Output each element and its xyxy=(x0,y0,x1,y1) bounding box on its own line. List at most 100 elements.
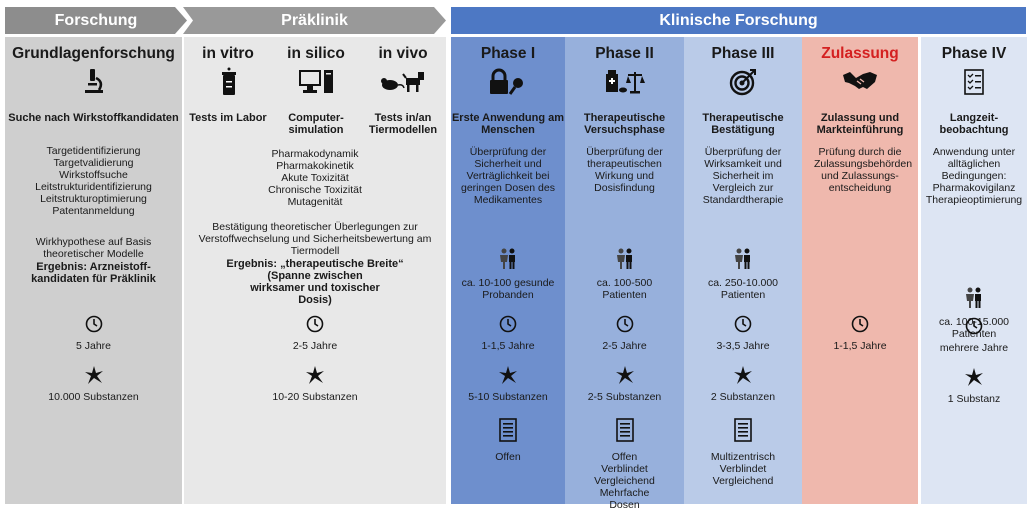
praeklinik-result-detail: (Spanne zwischen wirksamer und toxischer… xyxy=(250,270,380,306)
molecule-icon xyxy=(734,366,752,384)
phase-subtitle: Langzeit-beobachtung xyxy=(939,112,1009,136)
praeklinik-time: 2-5 Jahre xyxy=(292,340,338,352)
grundlagen-item: Leitstrukturidentifizierung xyxy=(35,181,152,193)
checklist-icon xyxy=(734,418,752,442)
test-tube-icon xyxy=(222,67,236,95)
clock-icon xyxy=(85,315,102,333)
phase-substances: 5-10 Substanzen xyxy=(468,391,548,403)
people-icon xyxy=(735,248,750,269)
insilico-title: in silico xyxy=(287,45,345,62)
invitro-title: in vitro xyxy=(202,45,254,62)
phase-design: Offen xyxy=(495,451,521,463)
grundlagen-item: Patentanmeldung xyxy=(52,205,135,217)
phase-time: 1-1,5 Jahre xyxy=(481,340,535,352)
grundlagen-title: Grundlagenforschung xyxy=(12,45,175,62)
people-icon xyxy=(966,287,981,308)
clock-icon xyxy=(851,315,869,333)
phase-substances: 2 Substanzen xyxy=(710,391,776,403)
phase-desc: Prüfung durch die Zulassungsbehörden und… xyxy=(814,146,913,194)
column-grundlagen: Grundlagenforschung Suche nach Wirkstoff… xyxy=(5,37,182,504)
phase-time: mehrere Jahre xyxy=(939,342,1009,354)
grundlagen-subtitle: Suche nach Wirkstoffkandidaten xyxy=(8,112,179,124)
phase-substances: 1 Substanz xyxy=(947,393,1001,405)
phase-substances: 2-5 Substanzen xyxy=(587,391,662,403)
people-icon xyxy=(500,248,515,269)
animal-icon xyxy=(381,72,424,92)
clock-icon xyxy=(306,315,324,333)
praeklinik-item: Pharmakodynamik xyxy=(271,148,359,160)
lock-key-icon xyxy=(490,68,523,95)
phase-title: Phase IV xyxy=(941,45,1007,62)
clock-icon xyxy=(616,315,633,333)
computer-icon xyxy=(299,70,333,93)
header-praeklinik-label: Präklinik xyxy=(281,11,348,29)
molecule-icon xyxy=(499,366,517,384)
grundlagen-item: Wirkstoffsuche xyxy=(59,169,128,181)
handshake-icon xyxy=(843,72,877,89)
praeklinik-confirm: Bestätigung theoretischer Überlegungen z… xyxy=(198,221,432,257)
phase-time: 2-5 Jahre xyxy=(602,340,647,352)
praeklinik-result: Ergebnis: „therapeutische Breite“ xyxy=(226,258,404,270)
grundlagen-item: Leitstrukturoptimierung xyxy=(40,193,147,205)
microscope-icon xyxy=(84,69,103,93)
phase-desc: Überprüfung der Sicherheit und Verträgli… xyxy=(461,146,555,206)
header-klinisch-label: Klinische Forschung xyxy=(659,11,818,29)
people-icon xyxy=(616,248,632,269)
checklist-icon xyxy=(615,418,634,442)
checklist-icon xyxy=(964,69,984,95)
phase-subtitle: Zulassung und Markteinführung xyxy=(816,112,904,136)
phase-title: Zulassung xyxy=(821,45,899,62)
invivo-title: in vivo xyxy=(378,45,428,62)
grundlagen-item: Targetvalidierung xyxy=(53,157,134,169)
column-phase-4: Phase IV Langzeit-beobachtung Anwendung … xyxy=(921,37,1027,504)
phase-people: ca. 250-10.000 Patienten xyxy=(707,277,779,301)
phase-time: 3-3,5 Jahre xyxy=(716,340,770,352)
invitro-desc: Tests im Labor xyxy=(189,112,267,124)
column-phase-1: Phase I Erste Anwendung am Menschen Über… xyxy=(451,37,565,504)
molecule-icon xyxy=(965,368,983,386)
header-forschung-label: Forschung xyxy=(54,11,138,29)
praeklinik-item: Akute Toxizität xyxy=(281,172,349,184)
clock-icon xyxy=(965,317,983,335)
column-praeklinik: in vitro in silico in vivo Tests im Labo… xyxy=(184,37,446,504)
phase-desc: Überprüfung der Wirksamkeit und Sicherhe… xyxy=(702,146,784,206)
phase-people: ca. 10-100 gesunde Probanden xyxy=(461,277,555,301)
phase-title: Phase I xyxy=(480,45,536,62)
clock-icon xyxy=(499,315,517,333)
checklist-icon xyxy=(499,418,517,442)
medicine-scale-icon xyxy=(605,70,645,94)
grundlagen-time: 5 Jahre xyxy=(75,340,112,352)
molecule-icon xyxy=(84,366,103,384)
header-klinisch: Klinische Forschung xyxy=(451,7,1026,34)
header-forschung: Forschung xyxy=(5,7,187,34)
invivo-desc: Tests in/an Tiermodellen xyxy=(368,112,438,136)
phase-title: Phase III xyxy=(711,45,775,62)
phase-subtitle: Erste Anwendung am Menschen xyxy=(451,112,565,136)
molecule-icon xyxy=(306,366,324,384)
target-icon xyxy=(729,69,756,96)
header-praeklinik: Präklinik xyxy=(183,7,446,34)
phase-title: Phase II xyxy=(595,45,654,62)
clock-icon xyxy=(734,315,752,333)
molecule-icon xyxy=(615,366,634,384)
phase-design: Multizentrisch Verblindet Vergleichend xyxy=(710,451,776,487)
column-phase-2: Phase II Therapeutische Versuchsphase Üb… xyxy=(565,37,684,511)
header-klinisch-shape xyxy=(451,7,1026,34)
phase-design: Offen Verblindet Vergleichend Mehrfache … xyxy=(594,451,655,511)
column-zulassung: Zulassung Zulassung und Markteinführung … xyxy=(802,37,918,504)
phase-desc: Anwendung unter alltäglichen Bedingungen… xyxy=(925,146,1023,206)
phase-subtitle: Therapeutische Bestätigung xyxy=(702,112,784,136)
header-praeklinik-shape xyxy=(183,7,446,34)
praeklinik-item: Pharmakokinetik xyxy=(276,160,354,172)
grundlagen-substances: 10.000 Substanzen xyxy=(48,391,139,403)
phase-time: 1-1,5 Jahre xyxy=(833,340,887,352)
praeklinik-item: Mutagenität xyxy=(287,196,343,208)
grundlagen-hypothesis: Wirkhypothese auf Basis theoretischer Mo… xyxy=(35,236,152,260)
praeklinik-substances: 10-20 Substanzen xyxy=(272,391,358,403)
column-phase-3: Phase III Therapeutische Bestätigung Übe… xyxy=(684,37,802,504)
grundlagen-result: Ergebnis: Arzneistoff-kandidaten für Prä… xyxy=(31,261,156,285)
praeklinik-item: Chronische Toxizität xyxy=(268,184,362,196)
phase-desc: Überprüfung der therapeutischen Wirkung … xyxy=(586,146,663,194)
phase-subtitle: Therapeutische Versuchsphase xyxy=(583,112,666,136)
